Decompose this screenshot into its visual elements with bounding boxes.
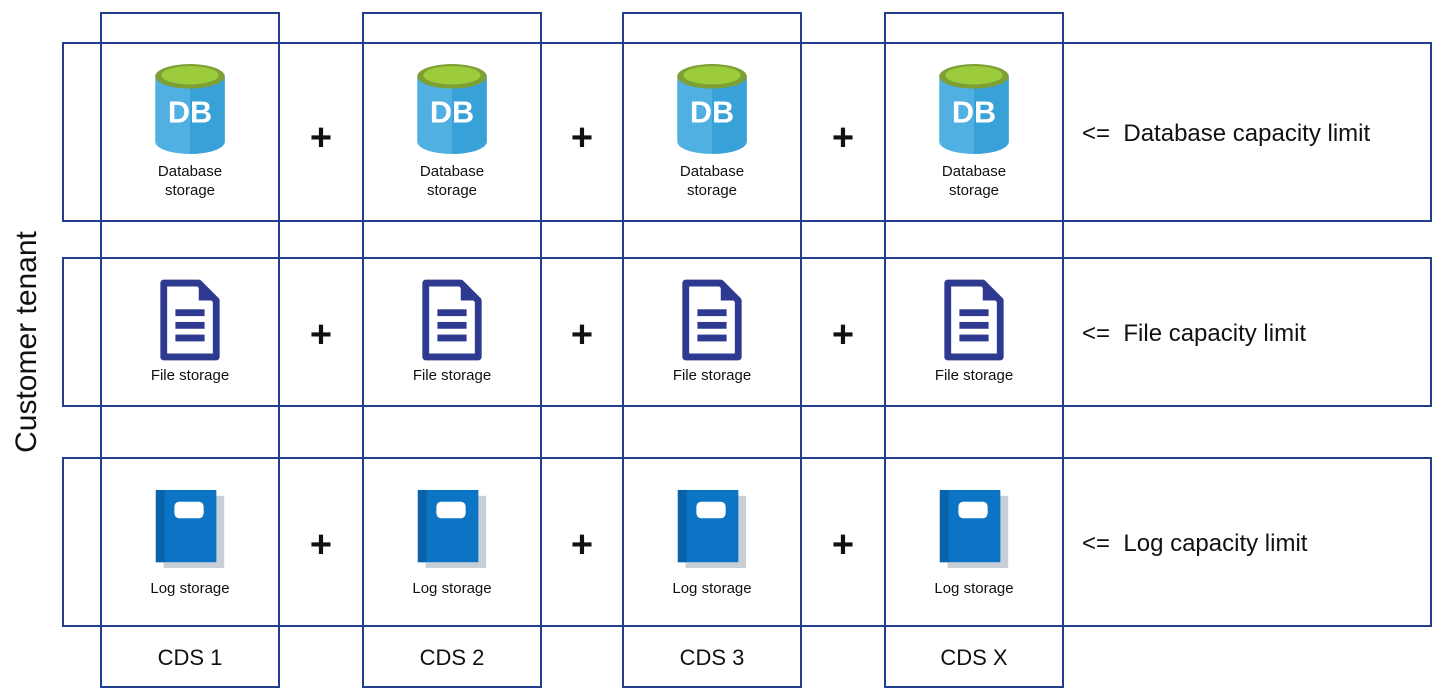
cds-column-box-4	[884, 12, 1064, 688]
database-icon: DB	[939, 64, 1009, 155]
db-icon-text: DB	[690, 96, 734, 130]
plus-sign: +	[570, 117, 594, 159]
log-storage-icon	[677, 489, 747, 568]
storage-label: Log storage	[412, 579, 492, 597]
database-capacity-row-box	[62, 42, 1432, 222]
storage-label: Log storage	[934, 579, 1014, 597]
customer-tenant-label: Customer tenant	[10, 231, 43, 453]
storage-label: File storage	[412, 366, 492, 384]
log-storage-cell: Log storage	[884, 459, 1064, 625]
file-capacity-row-box	[62, 257, 1432, 407]
file-storage-icon	[160, 279, 220, 360]
cds-label-1: CDS 1	[157, 645, 223, 670]
plus-sign: +	[309, 524, 333, 566]
file-storage-cell: File storage	[362, 259, 542, 405]
database-storage-cell: DB Database storage	[362, 44, 542, 220]
database-icon: DB	[677, 64, 747, 155]
plus-sign: +	[570, 524, 594, 566]
storage-label: Database storage	[419, 163, 485, 199]
file-storage-cell: File storage	[622, 259, 802, 405]
storage-label: Log storage	[150, 579, 230, 597]
plus-sign: +	[831, 314, 855, 356]
plus-sign: +	[309, 314, 333, 356]
db-icon-text: DB	[430, 96, 474, 130]
database-storage-cell: DB Database storage	[884, 44, 1064, 220]
file-storage-icon	[422, 279, 482, 360]
log-storage-cell: Log storage	[100, 459, 280, 625]
storage-label: Database storage	[679, 163, 745, 199]
file-capacity-limit-label: <= File capacity limit	[1082, 320, 1307, 347]
cds-label-2: CDS 2	[419, 645, 485, 670]
log-storage-cell: Log storage	[362, 459, 542, 625]
file-storage-icon	[944, 279, 1004, 360]
storage-label: Database storage	[941, 163, 1007, 199]
db-icon-text: DB	[952, 96, 996, 130]
cds-column-box-2	[362, 12, 542, 688]
plus-sign: +	[309, 117, 333, 159]
file-storage-cell: File storage	[100, 259, 280, 405]
database-icon: DB	[155, 64, 225, 155]
database-capacity-limit-label: <= Database capacity limit	[1082, 120, 1371, 147]
plus-sign: +	[570, 314, 594, 356]
plus-sign: +	[831, 117, 855, 159]
file-storage-icon	[682, 279, 742, 360]
storage-label: File storage	[150, 366, 230, 384]
db-icon-text: DB	[168, 96, 212, 130]
cds-label-3: CDS 3	[679, 645, 745, 670]
storage-label: Log storage	[672, 579, 752, 597]
database-storage-cell: DB Database storage	[100, 44, 280, 220]
log-capacity-row-box	[62, 457, 1432, 627]
cds-column-box-1	[100, 12, 280, 688]
storage-label: Database storage	[157, 163, 223, 199]
file-storage-cell: File storage	[884, 259, 1064, 405]
log-storage-icon	[939, 489, 1009, 568]
database-icon: DB	[417, 64, 487, 155]
cds-column-box-3	[622, 12, 802, 688]
plus-sign: +	[831, 524, 855, 566]
log-storage-icon	[417, 489, 487, 568]
log-capacity-limit-label: <= Log capacity limit	[1082, 530, 1308, 557]
log-storage-cell: Log storage	[622, 459, 802, 625]
storage-label: File storage	[672, 366, 752, 384]
log-storage-icon	[155, 489, 225, 568]
cds-label-4: CDS X	[940, 645, 1008, 670]
database-storage-cell: DB Database storage	[622, 44, 802, 220]
storage-label: File storage	[934, 366, 1014, 384]
